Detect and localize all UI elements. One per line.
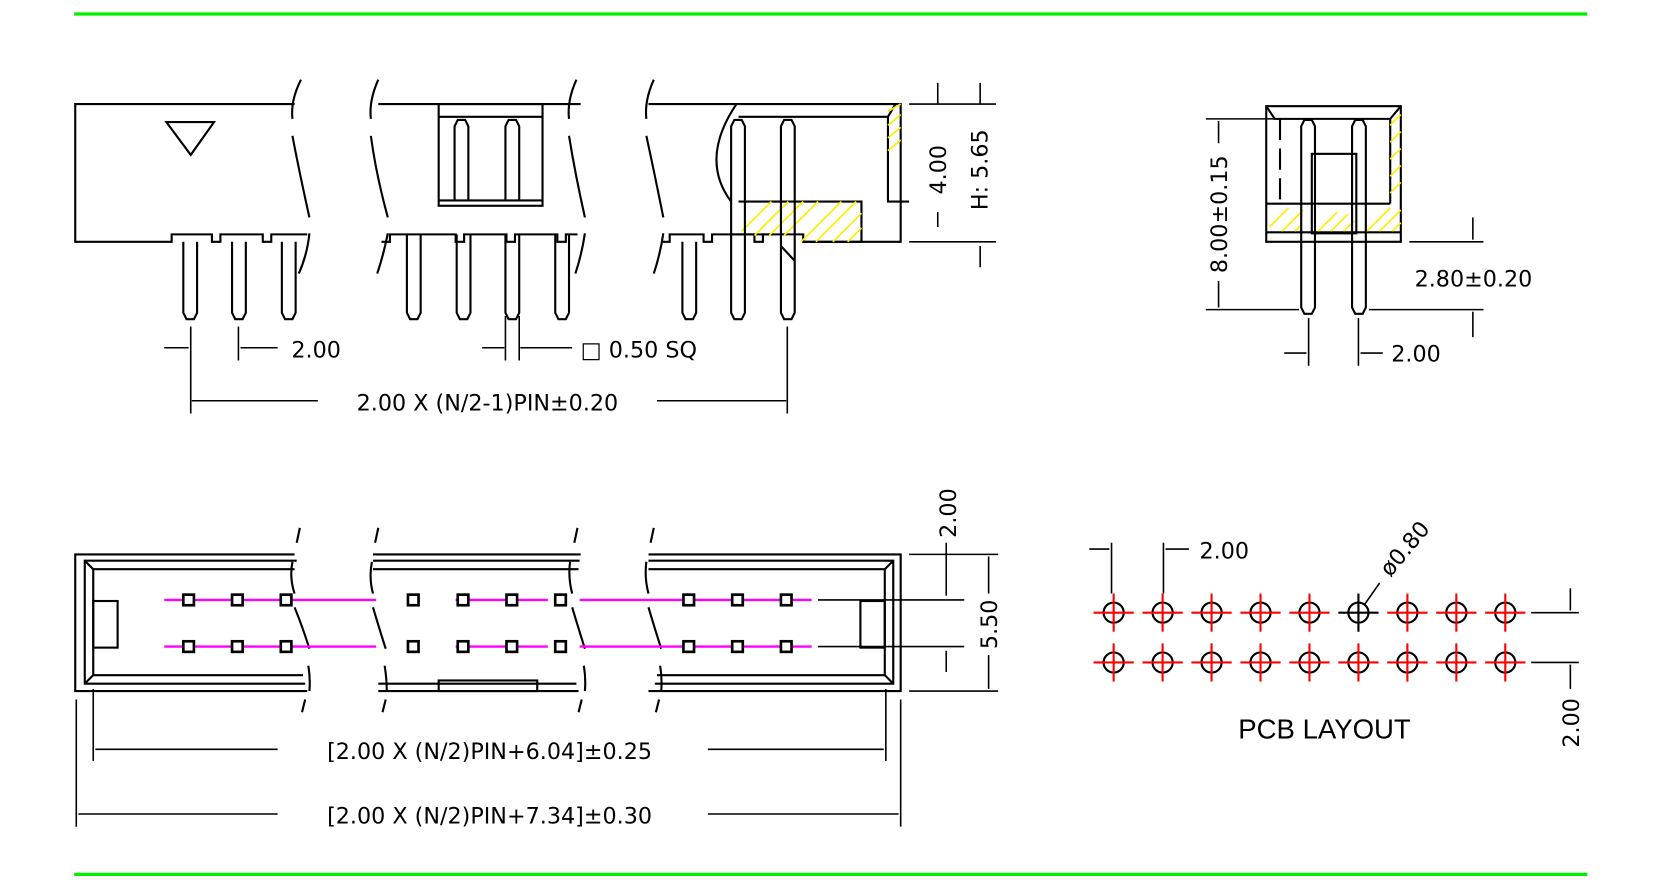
break-line <box>574 233 586 274</box>
pin-square <box>730 639 745 654</box>
row-centerlines <box>164 598 812 648</box>
break-line <box>297 233 311 275</box>
side-view: 4.00 H: 5.65 2.00 □ 0.50 SQ 2.00 X (N/2-… <box>74 79 997 416</box>
pcb-hole <box>1485 593 1526 632</box>
pin-square <box>406 639 420 654</box>
pin-square <box>505 593 519 607</box>
pin-square <box>230 639 244 654</box>
center-key <box>437 679 539 693</box>
break-line <box>376 233 389 274</box>
shroud-window <box>437 102 544 207</box>
break-line <box>644 79 655 120</box>
pin-square <box>279 593 293 607</box>
top-pin-grid <box>181 593 793 654</box>
pin-square <box>505 639 519 654</box>
break-line <box>645 135 665 218</box>
pcb-hole <box>1387 643 1428 682</box>
break-line <box>567 79 578 120</box>
pin-square <box>456 593 470 607</box>
pin-square <box>779 593 793 607</box>
pin-square <box>406 593 420 607</box>
pin-size-label: □ 0.50 SQ <box>581 337 697 363</box>
pin-square <box>553 639 568 654</box>
height-565-label: H: 5.65 <box>968 129 994 210</box>
pin-square <box>553 593 568 607</box>
pin-square <box>682 593 696 607</box>
overall-pitch-label: 2.00 X (N/2-1)PIN±0.20 <box>357 390 619 416</box>
pin-square <box>279 639 293 654</box>
pcb-hole <box>1240 593 1281 632</box>
pcb-pitch-label: 2.00 <box>1199 539 1249 565</box>
pcb-row-pitch-label: 2.00 <box>1559 698 1585 748</box>
pcb-hole <box>1093 593 1134 632</box>
polarization-key-right <box>859 599 886 649</box>
pcb-hole <box>1387 593 1428 632</box>
pcb-hole <box>1338 593 1379 632</box>
pin1-triangle-icon <box>164 120 217 157</box>
side-body-left <box>74 102 308 243</box>
pin-square <box>230 593 244 607</box>
pcb-hole <box>1191 593 1232 632</box>
end-pin <box>1351 118 1367 315</box>
side-body-right <box>648 102 902 243</box>
pin-square <box>779 639 793 654</box>
tail-length-label: 2.80±0.20 <box>1415 266 1533 292</box>
top-view: 2.00 5.50 [2.00 X (N/2)PIN+6.04]±0.25 [2… <box>74 488 1003 830</box>
end-height-label: 8.00±0.15 <box>1207 155 1233 273</box>
polarization-key-left <box>92 599 119 649</box>
pcb-layout-title: PCB LAYOUT <box>1238 714 1411 745</box>
break-line <box>652 233 665 274</box>
side-body-mid-bottom <box>381 233 578 243</box>
end-pin <box>1300 118 1317 315</box>
side-pins-mid <box>405 234 571 321</box>
pin-square <box>730 593 745 607</box>
pcb-hole <box>1240 643 1281 682</box>
side-pins-right <box>681 118 796 321</box>
pcb-hole <box>1191 643 1232 682</box>
pcb-hole-grid <box>1093 593 1526 682</box>
pcb-hole <box>1142 643 1183 682</box>
pcb-hole <box>1338 643 1379 682</box>
side-pitch-label: 2.00 <box>291 337 341 363</box>
pcb-hole <box>1093 643 1134 682</box>
pcb-hole <box>1436 593 1477 632</box>
break-line <box>291 135 311 218</box>
pcb-hole <box>1436 643 1477 682</box>
inner-length-label: [2.00 X (N/2)PIN+6.04]±0.25 <box>327 739 652 765</box>
side-pins-left <box>182 241 297 321</box>
pcb-hole <box>1289 593 1330 632</box>
pin-square <box>456 639 470 654</box>
break-line <box>291 79 302 120</box>
top-body-right-outer <box>648 553 902 693</box>
row-gap-label: 2.00 <box>936 488 962 538</box>
pcb-layout: 2.00 ø0.80 2.00 PCB LAYOUT <box>1089 516 1585 748</box>
pin-square <box>682 639 696 654</box>
break-line <box>567 135 586 218</box>
pcb-hole <box>1485 643 1526 682</box>
width-label: 5.50 <box>977 600 1003 650</box>
cut-curve <box>715 103 738 203</box>
outer-length-label: [2.00 X (N/2)PIN+7.34]±0.30 <box>327 804 652 830</box>
end-pitch-label: 2.00 <box>1391 342 1441 368</box>
end-hatch <box>1268 114 1402 232</box>
top-body-left-outer <box>74 553 308 693</box>
end-body <box>1265 105 1402 243</box>
side-height-dims <box>909 82 997 268</box>
break-line <box>369 135 389 218</box>
pcb-hole <box>1289 643 1330 682</box>
hole-diameter-label: ø0.80 <box>1375 516 1436 581</box>
break-line <box>369 79 380 120</box>
pcb-hole <box>1142 593 1183 632</box>
section-hatch <box>741 103 902 243</box>
height-4-label: 4.00 <box>926 145 952 195</box>
pin-square <box>181 593 196 607</box>
pin-square <box>181 639 196 654</box>
end-view: 8.00±0.15 2.80±0.20 2.00 <box>1205 105 1533 368</box>
